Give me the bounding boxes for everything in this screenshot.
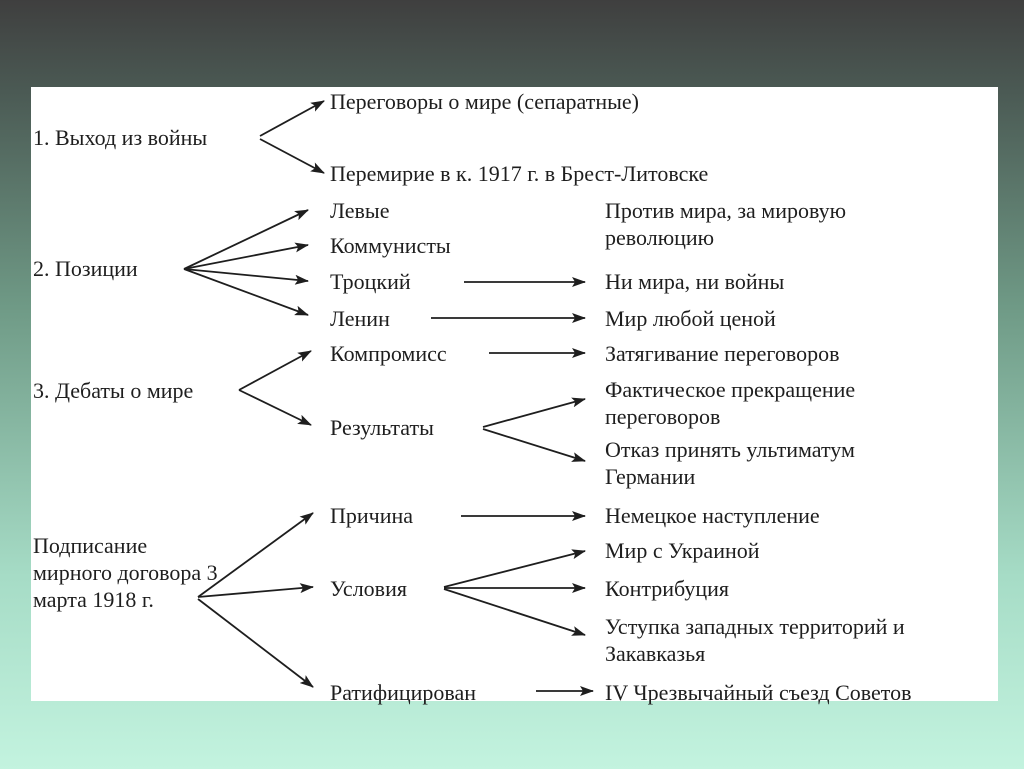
item-results: Результаты xyxy=(330,415,434,440)
arrow-positions-to-lenin xyxy=(183,268,309,316)
arrow-exit-to-truce xyxy=(259,138,325,174)
arrow-positions-to-left xyxy=(183,209,309,270)
item-compromise: Компромисс xyxy=(330,341,447,366)
arrow-results-to-refusal xyxy=(482,428,586,462)
item-communists: Коммунисты xyxy=(330,233,451,258)
outcome-german-offensive: Немецкое наступление xyxy=(605,503,820,528)
arrow-debates-to-compromise xyxy=(238,350,312,391)
section-label-exit: 1. Выход из войны xyxy=(33,125,208,150)
outcome-congress: IV Чрезвычайный съезд Советов xyxy=(605,680,912,705)
outcome-contribution: Контрибуция xyxy=(605,576,730,601)
outcome-halt-negotiations: Фактическое прекращение переговоров xyxy=(605,377,856,429)
outcome-refuse-ultimatum: Отказ принять ультиматум Германии xyxy=(605,437,855,489)
diagram-panel: 1. Выход из войны Переговоры о мире (сеп… xyxy=(31,87,998,705)
section-label-debates: 3. Дебаты о мире xyxy=(33,378,194,403)
connector-arrows xyxy=(183,100,594,696)
arrow-signing-to-reason xyxy=(197,512,314,598)
arrow-exit-to-negotiations xyxy=(259,100,325,137)
item-trotsky: Троцкий xyxy=(330,269,411,294)
outcome-peace-any-cost: Мир любой ценой xyxy=(605,306,776,331)
outcome-delay-negotiations: Затягивание переговоров xyxy=(605,341,840,366)
item-lenin: Ленин xyxy=(330,306,390,331)
arrow-positions-to-communists xyxy=(183,242,309,270)
item-negotiations: Переговоры о мире (сепаратные) xyxy=(330,89,639,114)
item-left: Левые xyxy=(330,198,390,223)
arrow-positions-to-trotsky xyxy=(183,268,309,285)
arrow-signing-to-terms xyxy=(197,583,314,598)
item-terms: Условия xyxy=(330,576,407,601)
item-ratified: Ратифицирован xyxy=(330,680,477,705)
outcome-against-peace: Против мира, за мировую революцию xyxy=(605,198,847,250)
arrow-signing-to-ratified xyxy=(197,598,314,688)
outcome-territories: Уступка западных территорий и Закавказья xyxy=(605,614,905,666)
outcome-peace-ukraine: Мир с Украиной xyxy=(605,538,760,563)
outcome-no-peace-no-war: Ни мира, ни войны xyxy=(605,269,785,294)
section-label-positions: 2. Позиции xyxy=(33,256,138,281)
arrow-results-to-halt xyxy=(482,397,586,428)
arrow-terms-to-territories xyxy=(443,588,586,636)
section-label-signing: Подписание мирного договора 3 марта 1918… xyxy=(33,533,218,612)
item-reason: Причина xyxy=(330,503,414,528)
item-truce: Перемирие в к. 1917 г. в Брест-Литовске xyxy=(330,161,709,186)
arrow-terms-to-ukraine xyxy=(443,549,586,588)
arrow-debates-to-results xyxy=(238,389,312,426)
